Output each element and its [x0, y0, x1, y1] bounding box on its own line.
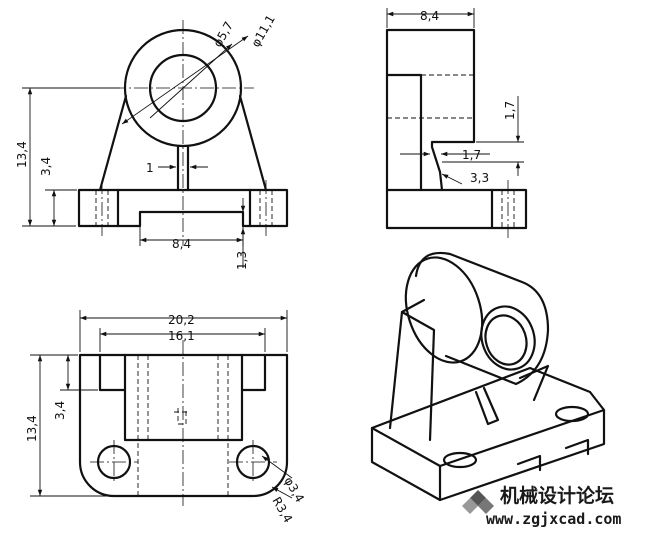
top-hole-centerlines	[90, 440, 277, 484]
iso-base-top-edge	[370, 408, 606, 468]
top-outline	[78, 353, 289, 498]
watermark: 机械设计论坛 www.zgjxcad.com	[462, 484, 621, 528]
side-width-ext	[386, 8, 475, 28]
dim-side-b: 1,7	[462, 148, 481, 162]
front-outer-leader	[121, 35, 249, 125]
watermark-url: www.zgjxcad.com	[486, 510, 621, 528]
side-33-leader	[441, 173, 463, 185]
dim-front-slot-width: 8,4	[172, 237, 191, 251]
iso-cylinder-front-face	[404, 256, 484, 364]
dim-top-step: 3,4	[53, 401, 67, 420]
dim-side-width: 8,4	[420, 9, 439, 23]
front-height-ext	[22, 87, 120, 227]
watermark-site-name: 机械设计论坛	[500, 484, 614, 507]
side-outline	[385, 28, 528, 230]
front-hole-centerlines	[101, 180, 267, 236]
front-view: φ5,7 φ11,1 13,4 3,4 1 8,4 1,3	[15, 13, 289, 270]
iso-support-left	[388, 310, 436, 442]
dim-front-height: 13,4	[15, 141, 29, 168]
side-view: 8,4 1,7 1,7 3,3	[385, 8, 528, 238]
isometric-view	[370, 251, 606, 502]
top-inner-steps	[123, 353, 244, 392]
front-slot-ext	[139, 226, 244, 246]
top-hidden-lines	[137, 355, 229, 496]
iso-hole-left	[442, 451, 478, 469]
iso-cylinder-body	[414, 251, 550, 386]
watermark-logo-icon	[462, 490, 494, 514]
front-hidden-holes	[95, 190, 273, 226]
front-base-steps	[116, 188, 252, 228]
front-rib	[176, 144, 190, 192]
dim-front-slot-height: 1,3	[235, 251, 249, 270]
side-inner-step	[385, 73, 423, 192]
dim-front-rib: 1	[146, 161, 154, 175]
top-hole-leader	[261, 455, 293, 479]
top-view: 20,2 16,1 13,4 3,4 φ3,4 R3,4	[25, 310, 307, 525]
top-radius-leader	[271, 486, 293, 499]
iso-bore-inner	[484, 314, 528, 366]
dim-top-depth: 13,4	[25, 415, 39, 442]
top-inner-profile	[98, 353, 267, 442]
iso-base-outline	[370, 366, 606, 502]
iso-base-slot	[516, 438, 590, 472]
dim-side-a: 1,7	[503, 101, 517, 120]
dim-front-outer-diameter: φ11,1	[248, 13, 277, 50]
side-17-ext	[442, 141, 524, 163]
iso-hole-right	[554, 405, 590, 423]
dim-top-corner-radius: R3,4	[269, 495, 295, 526]
dim-side-c: 3,3	[470, 171, 489, 185]
iso-rib	[474, 386, 500, 426]
dim-top-total-width: 20,2	[168, 313, 195, 327]
dim-front-hole-diameter: φ5,7	[210, 19, 236, 49]
side-hidden-lines	[387, 74, 515, 228]
top-hidden-rib	[174, 408, 190, 425]
front-left-support	[98, 94, 128, 192]
front-right-support	[238, 94, 268, 192]
iso-support-top	[400, 298, 426, 314]
dim-front-base-height: 3,4	[39, 157, 53, 176]
dim-top-inner-width: 16,1	[168, 329, 195, 343]
iso-bore-outer	[480, 305, 536, 371]
